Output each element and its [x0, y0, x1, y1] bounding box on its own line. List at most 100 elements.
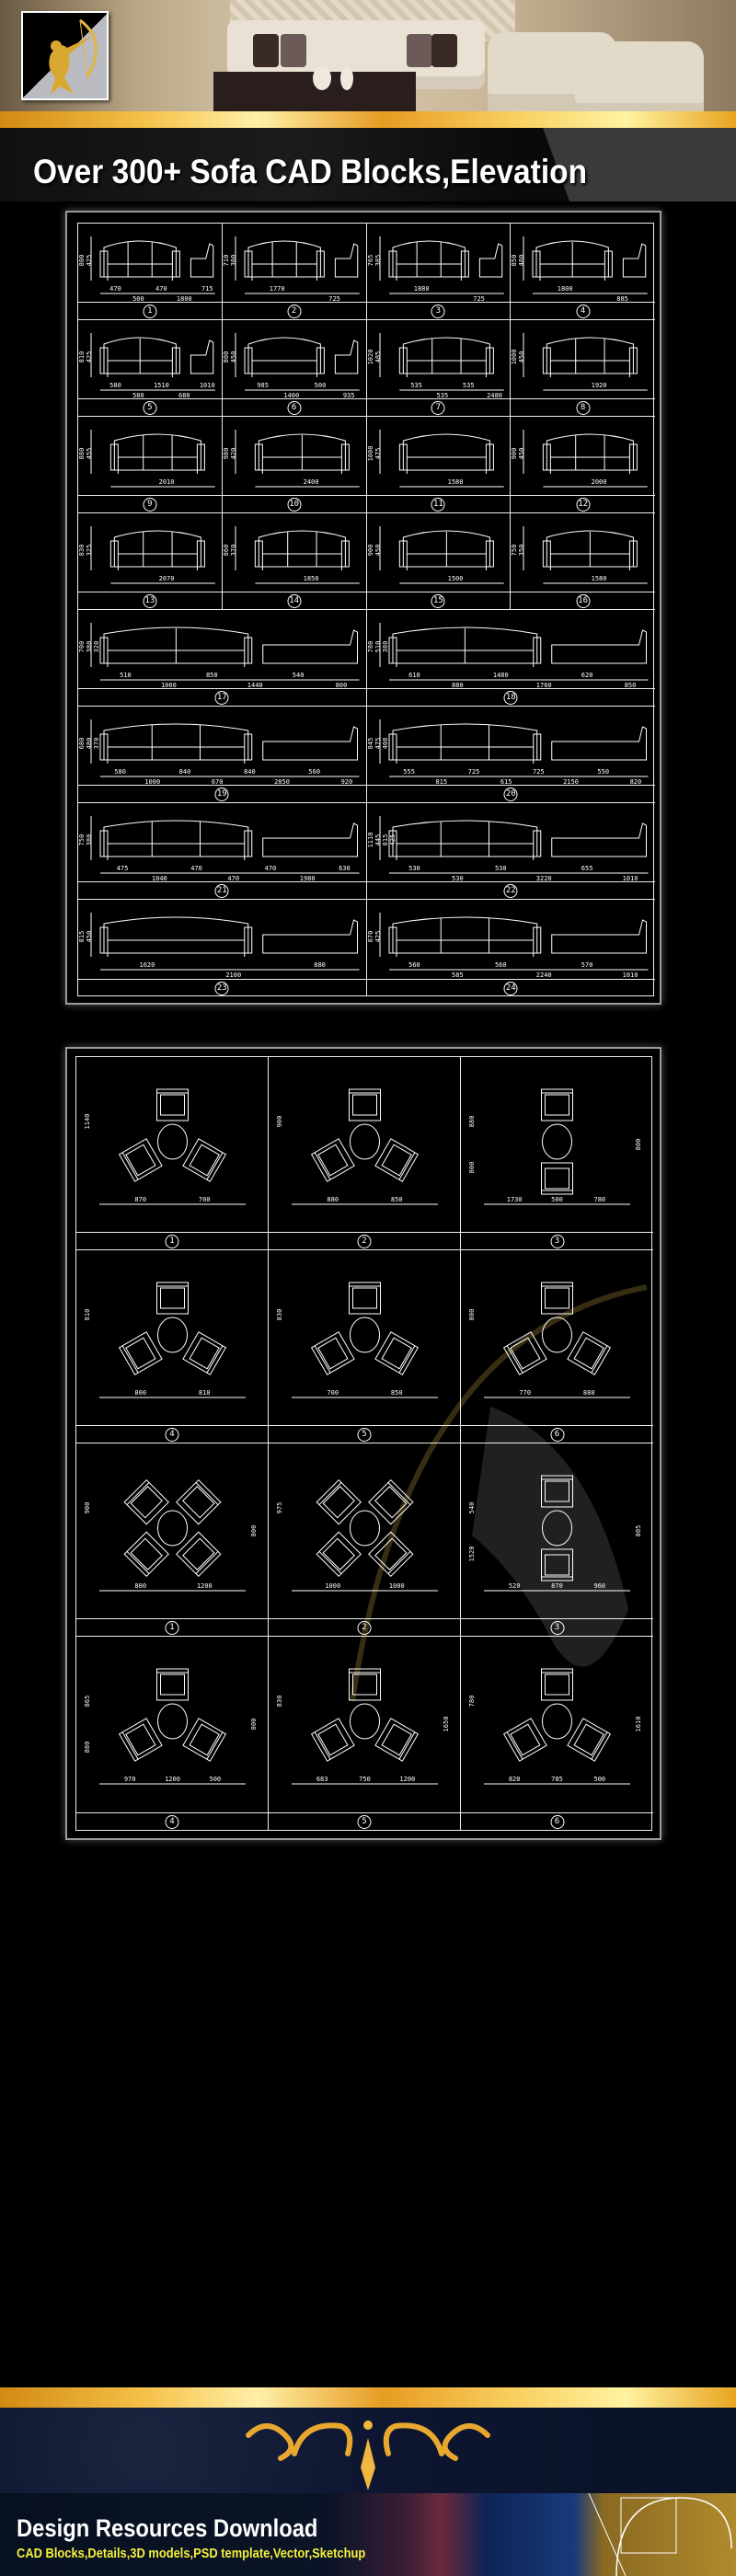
armchair-plan-drawing — [182, 1138, 227, 1182]
width-dimension-label: 985 — [257, 382, 269, 389]
coffee-table-drawing — [350, 1703, 380, 1740]
cell-number-row: 3 — [366, 302, 511, 319]
height-dimension-label: 450 — [86, 931, 93, 943]
dimension-label: 810 — [84, 1309, 91, 1321]
width-dimension-label: 500 — [314, 382, 326, 389]
height-dimension-label: 475 — [374, 738, 382, 750]
cell-number-badge: 23 — [214, 982, 229, 995]
side-view-drawing — [190, 243, 214, 278]
armchair-plan-drawing — [156, 1282, 189, 1315]
width-dimension-label: 920 — [341, 778, 353, 786]
height-dimension-label: 380 — [230, 255, 237, 267]
height-dimension-label: 380 — [382, 641, 389, 653]
width-dimension-label: 2000 — [592, 478, 607, 486]
height-dimension-label: 370 — [230, 545, 237, 557]
archer-logo-icon[interactable] — [21, 11, 109, 100]
cell-number-row: 1 — [76, 1232, 268, 1249]
height-dimension-label: 510 — [374, 641, 382, 653]
dimension-label: 1610 — [635, 1717, 642, 1732]
width-dimension-label: 1800 — [177, 295, 192, 303]
height-dimension-label: 870 — [367, 931, 374, 943]
width-dimension-label: 470 — [155, 285, 167, 293]
height-dimension-label: 370 — [93, 738, 100, 750]
armchair-plan-drawing — [567, 1331, 612, 1375]
sofa-elevation-drawing — [99, 240, 180, 281]
cell-number-badge: 13 — [143, 594, 157, 608]
cell-number-badge: 22 — [503, 884, 518, 898]
cell-number-row: 10 — [222, 495, 366, 512]
dimension-label: 800 — [468, 1309, 476, 1321]
sofa-elevation-drawing — [388, 240, 469, 281]
sofa-elevation-drawing — [99, 916, 253, 957]
cell-number-row: 2 — [269, 1232, 460, 1249]
dimension-label: 1140 — [84, 1114, 91, 1130]
dimension-label: 540 — [468, 1502, 476, 1514]
coffee-table-drawing — [350, 1510, 380, 1547]
armchair-plan-drawing — [349, 1282, 381, 1315]
coffee-table-drawing — [542, 1703, 572, 1740]
width-dimension-label: 1980 — [300, 875, 316, 882]
width-dimension-label: 1510 — [154, 382, 169, 389]
cell-number-badge: 6 — [550, 1428, 564, 1442]
height-dimension-label: 680 — [78, 738, 86, 750]
sofa-elevation-drawing — [532, 240, 614, 281]
cell-number-row: 6 — [461, 1425, 653, 1443]
dimension-label: 880 — [84, 1742, 91, 1754]
height-dimension-label: 880 — [78, 448, 86, 460]
cell-number-row: 3 — [461, 1232, 653, 1249]
width-dimension-label: 2240 — [535, 972, 551, 979]
armchair-plan-drawing — [541, 1475, 573, 1508]
armchair-plan-drawing — [502, 1331, 547, 1375]
sofa-elevation-drawing — [109, 433, 205, 474]
side-view-drawing — [550, 726, 647, 761]
height-dimension-label: 900 — [511, 448, 518, 460]
dimension-label: 800 — [134, 1582, 146, 1590]
width-dimension-label: 580 — [132, 392, 144, 399]
height-dimension-label: 815 — [382, 834, 389, 846]
sofa-elevation-drawing — [388, 723, 541, 764]
height-dimension-label: 480 — [86, 738, 93, 750]
cell-number-row: 20 — [366, 785, 655, 802]
cell-number-badge: 14 — [287, 594, 302, 608]
sofa-elevation-drawing — [388, 820, 541, 860]
dimension-label: 1200 — [197, 1582, 213, 1590]
sofa-elevation-drawing — [398, 433, 494, 474]
